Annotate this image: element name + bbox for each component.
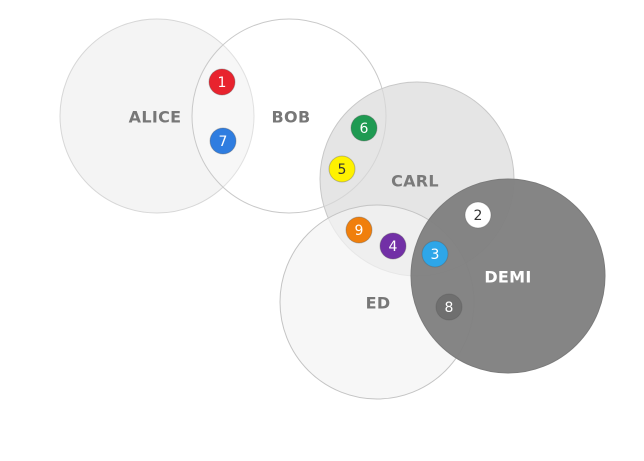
marker-dot-4 [379,232,407,260]
set-circles [59,18,606,400]
marker-3: 3 [421,240,449,268]
marker-4: 4 [379,232,407,260]
marker-dot-1 [208,68,236,96]
marker-dot-3 [421,240,449,268]
set-circle-demi [410,178,606,374]
marker-dot-2 [464,201,492,229]
marker-dot-9 [345,216,373,244]
marker-number-8: 8 [445,300,454,316]
marker-5: 5 [328,155,356,183]
set-label-ed: ED [366,294,391,313]
marker-dot-8 [435,293,463,321]
marker-9: 9 [345,216,373,244]
marker-number-7: 7 [219,134,228,150]
marker-dot-7 [209,127,237,155]
marker-dot-5 [328,155,356,183]
marker-2: 2 [464,201,492,229]
marker-number-1: 1 [218,75,227,91]
marker-number-3: 3 [431,247,440,263]
set-labels: ALICE BOB CARL ED DEMI [129,108,532,313]
numbered-markers: 1 7 6 5 9 4 3 2 8 [208,68,492,321]
marker-6: 6 [350,114,378,142]
marker-number-5: 5 [338,162,347,178]
marker-dot-6 [350,114,378,142]
marker-number-4: 4 [389,239,398,255]
marker-8: 8 [435,293,463,321]
set-label-alice: ALICE [129,108,182,127]
marker-number-6: 6 [360,121,369,137]
marker-number-2: 2 [474,208,483,224]
set-label-demi: DEMI [484,268,531,287]
set-label-carl: CARL [391,172,439,191]
marker-7: 7 [209,127,237,155]
set-label-bob: BOB [272,108,311,127]
marker-number-9: 9 [355,223,364,239]
marker-1: 1 [208,68,236,96]
